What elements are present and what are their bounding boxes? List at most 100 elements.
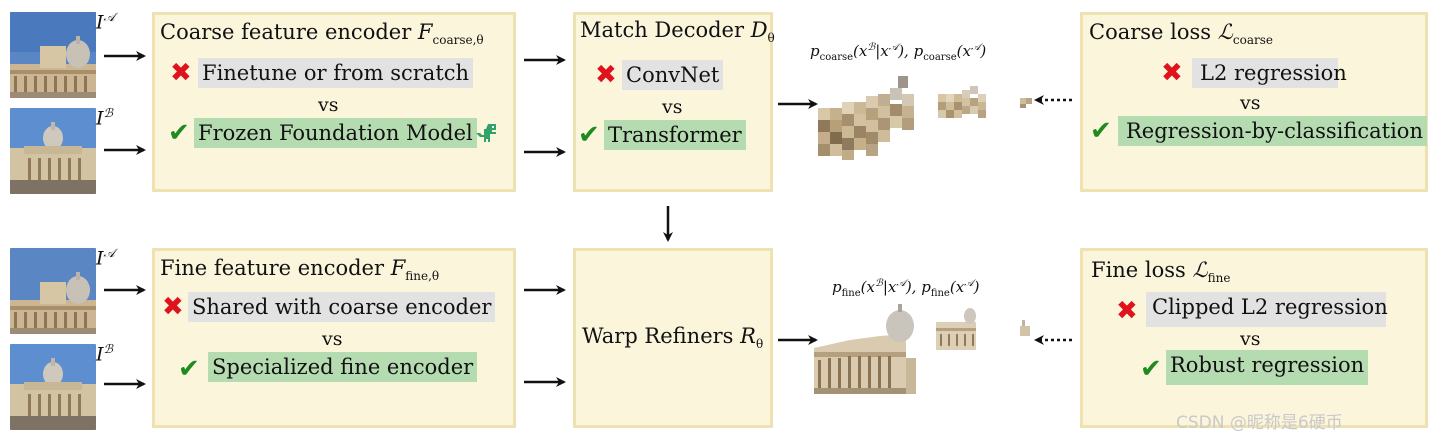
- image-b-fine-superscript: ℬ: [103, 342, 113, 356]
- fine-loss-vs: vs: [1240, 328, 1261, 350]
- image-a-fine-letter: I: [96, 247, 104, 270]
- fine-loss-subscript: fine: [1207, 271, 1231, 286]
- fine-encoder-title: Fine feature encoder Ffine,θ: [160, 256, 439, 283]
- image-a-fine-superscript: 𝒜: [103, 246, 115, 260]
- image-b-fine-label: Iℬ: [96, 342, 113, 365]
- image-a-superscript: 𝒜: [103, 10, 115, 24]
- coarse-loss-vs: vs: [1240, 92, 1261, 114]
- fine-encoder-subscript: fine,θ: [405, 269, 440, 284]
- coarse-eq-sup3: 𝒜: [888, 42, 899, 53]
- coarse-loss-bad-option: L2 regression: [1192, 58, 1347, 88]
- cross-icon: ✖: [162, 292, 184, 322]
- fine-eq-sub4: fine: [930, 288, 950, 299]
- fine-encoder-vs: vs: [322, 328, 343, 350]
- fine-loss-title: Fine loss ℒfine: [1091, 258, 1230, 285]
- image-b-fine-letter: I: [96, 343, 104, 366]
- fine-loss-title-text: Fine loss: [1091, 258, 1193, 282]
- match-decoder-box: [573, 12, 773, 192]
- fine-encoder-bad-option: Shared with coarse encoder: [188, 292, 496, 322]
- cross-icon: ✖: [595, 60, 617, 90]
- image-a-coarse: [10, 12, 96, 98]
- dinosaur-icon: [476, 124, 496, 142]
- match-decoder-vs: vs: [662, 96, 683, 118]
- fine-encoder-symbol: F: [390, 256, 406, 280]
- basilica-photo-a: [10, 12, 96, 98]
- coarse-encoder-vs: vs: [318, 94, 339, 116]
- warp-refiners-title-text: Warp Refiners: [582, 324, 741, 348]
- fine-eq-part6: ): [973, 278, 980, 296]
- coarse-eq-part6: ): [980, 42, 987, 60]
- coarse-eq-sup2: ℬ: [867, 42, 876, 53]
- fine-eq-sup5: 𝒜: [964, 278, 974, 289]
- warp-refiners-title: Warp Refiners Rθ: [582, 324, 763, 351]
- fine-eq-part2: (x: [860, 278, 875, 296]
- image-a-fine-label: I𝒜: [96, 246, 115, 269]
- coarse-encoder-bad-option: Finetune or from scratch: [198, 58, 474, 88]
- coarse-eq-part5: (x: [956, 42, 971, 60]
- coarse-encoder-good-option: Frozen Foundation Model: [194, 118, 477, 148]
- basilica-photo-b-fine: [10, 344, 96, 430]
- coarse-warp-preview: [818, 76, 1032, 160]
- image-a-letter: I: [96, 11, 104, 34]
- image-b-fine: [10, 344, 96, 430]
- coarse-loss-subscript: coarse: [1232, 33, 1273, 48]
- coarse-encoder-subscript: coarse,θ: [432, 33, 484, 48]
- image-b-coarse: [10, 108, 96, 194]
- fine-eq-part5: (x: [949, 278, 965, 296]
- fine-warp-preview: [814, 304, 1030, 394]
- basilica-photo-a-fine: [10, 248, 96, 334]
- coarse-encoder-title: Coarse feature encoder Fcoarse,θ: [160, 20, 484, 47]
- coarse-output-equation: pcoarse(xℬ|x𝒜), pcoarse(x𝒜): [810, 42, 986, 63]
- match-decoder-subscript: θ: [767, 31, 775, 46]
- coarse-eq-sub4: coarse: [923, 52, 957, 63]
- basilica-photo-b: [10, 108, 96, 194]
- fine-encoder-good-option: Specialized fine encoder: [208, 352, 478, 382]
- warp-refiners-box: [573, 248, 773, 428]
- cross-icon: ✖: [1161, 58, 1183, 88]
- coarse-eq-part4: ), p: [898, 42, 924, 60]
- fine-eq-part4: ), p: [905, 278, 931, 296]
- match-decoder-bad-option: ConvNet: [622, 60, 724, 90]
- coarse-encoder-title-text: Coarse feature encoder: [160, 20, 418, 44]
- fine-output-equation: pfine(xℬ|x𝒜), pfine(x𝒜): [832, 278, 979, 299]
- fine-loss-box: [1080, 248, 1428, 428]
- coarse-eq-sup5: 𝒜: [970, 42, 981, 53]
- fine-eq-sup2: ℬ: [874, 278, 883, 289]
- fine-encoder-box: [152, 248, 516, 428]
- match-decoder-title: Match Decoder Dθ: [580, 18, 775, 45]
- image-a-fine: [10, 248, 96, 334]
- coarse-eq-sub1: coarse: [819, 52, 854, 63]
- fine-eq-part3: |x: [882, 278, 897, 296]
- cross-icon: ✖: [170, 58, 192, 88]
- coarse-encoder-box: [152, 12, 516, 192]
- fine-encoder-title-text: Fine feature encoder: [160, 256, 391, 280]
- check-icon: ✔: [178, 354, 200, 384]
- fine-loss-symbol: ℒ: [1192, 258, 1208, 282]
- coarse-loss-title-text: Coarse loss: [1089, 20, 1218, 44]
- check-icon: ✔: [578, 120, 600, 150]
- coarse-loss-good-option: Regression-by-classification: [1118, 116, 1427, 146]
- fine-loss-good-option: Robust regression: [1166, 350, 1369, 385]
- match-decoder-title-text: Match Decoder: [580, 18, 751, 42]
- coarse-eq-part1: p: [810, 42, 820, 60]
- fine-eq-part1: p: [832, 278, 842, 296]
- match-decoder-symbol: D: [750, 18, 768, 42]
- coarse-encoder-symbol: F: [417, 20, 433, 44]
- image-b-superscript: ℬ: [103, 106, 113, 120]
- check-icon: ✔: [1140, 354, 1162, 384]
- coarse-loss-title: Coarse loss ℒcoarse: [1089, 20, 1273, 47]
- image-a-label: I𝒜: [96, 10, 115, 33]
- match-decoder-good-option: Transformer: [604, 120, 746, 150]
- check-icon: ✔: [168, 118, 190, 148]
- check-icon: ✔: [1090, 116, 1112, 146]
- fine-eq-sub1: fine: [841, 288, 861, 299]
- warp-refiners-symbol: R: [740, 324, 756, 348]
- coarse-loss-symbol: ℒ: [1217, 20, 1233, 44]
- coarse-eq-part3: |x: [875, 42, 889, 60]
- warp-refiners-subscript: θ: [755, 337, 764, 352]
- coarse-eq-part2: (x: [853, 42, 868, 60]
- watermark: CSDN @昵称是6硬币: [1176, 413, 1343, 433]
- cross-icon: ✖: [1116, 296, 1138, 326]
- image-b-letter: I: [96, 107, 104, 130]
